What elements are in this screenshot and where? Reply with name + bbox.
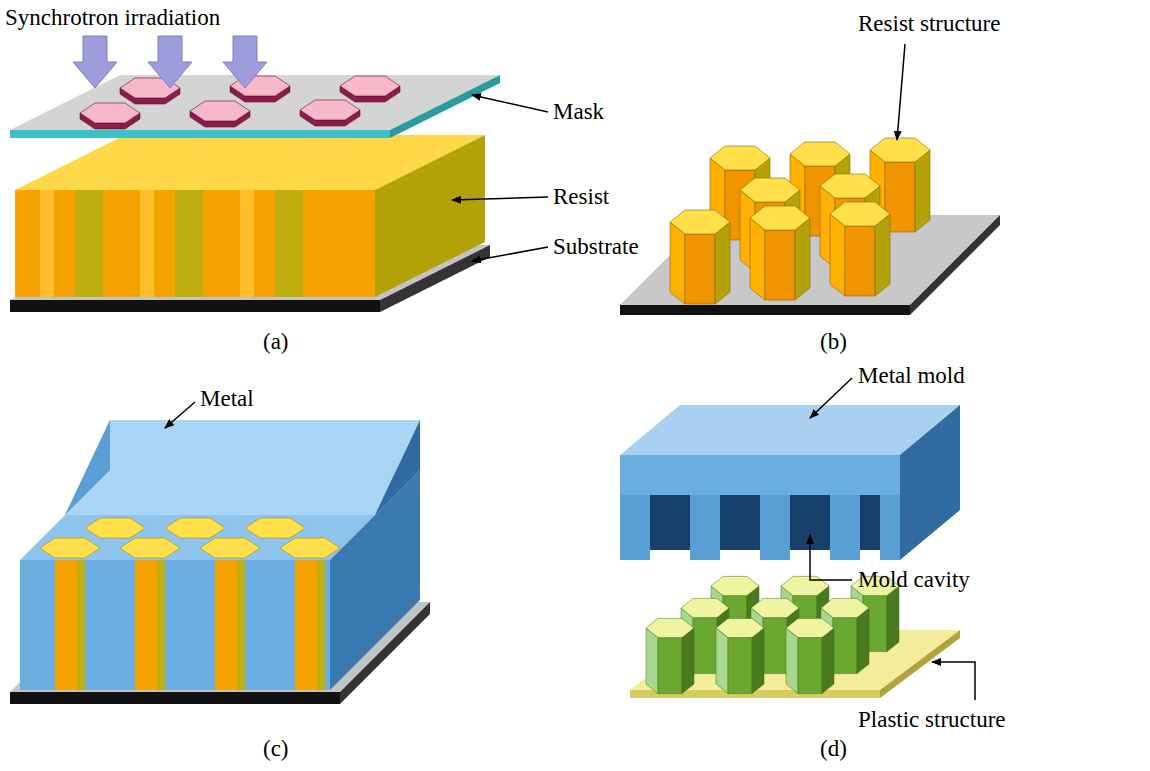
part-label: Resist structure <box>858 10 1000 38</box>
metal-block <box>20 420 420 690</box>
irradiation-arrows <box>73 36 267 88</box>
part-label: Substrate <box>553 233 639 261</box>
leader-lines-d <box>810 378 975 700</box>
plastic-structure <box>630 576 960 698</box>
leader-line-c <box>165 402 195 428</box>
part-label: Metal mold <box>858 362 965 390</box>
leader-lines-a <box>452 95 548 261</box>
mask-plate <box>10 75 500 138</box>
metal-mold <box>620 405 960 560</box>
heading-label: Synchrotron irradiation <box>5 4 220 32</box>
leader-line-b <box>897 44 905 140</box>
panel-label: (c) <box>263 735 289 763</box>
part-label: Mask <box>553 98 604 126</box>
panel-label: (d) <box>820 735 847 763</box>
panel-label: (b) <box>820 328 847 356</box>
panel-label: (a) <box>263 328 289 356</box>
part-label: Metal <box>200 385 254 413</box>
resist-block <box>15 135 485 297</box>
part-label: Plastic structure <box>858 706 1006 734</box>
part-label: Mold cavity <box>858 566 970 594</box>
part-label: Resist <box>553 183 609 211</box>
resist-prisms <box>670 138 930 304</box>
